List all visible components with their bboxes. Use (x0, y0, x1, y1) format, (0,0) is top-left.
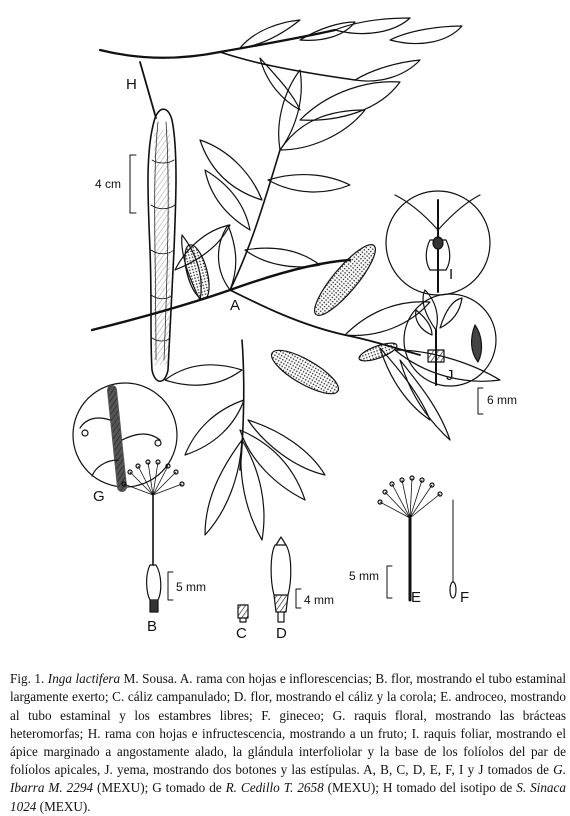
figure-caption: Fig. 1. Inga lactifera M. Sousa. A. rama… (10, 670, 566, 816)
detail-g-floral-rachis (72, 382, 178, 492)
inflorescences (184, 244, 398, 395)
scale-label-e: 5 mm (349, 569, 379, 583)
scale-label-j: 6 mm (487, 393, 517, 407)
flower-b (121, 459, 185, 613)
fruit-pod (147, 108, 177, 383)
label-g: G (93, 488, 105, 505)
label-b: B (147, 618, 158, 635)
botanical-illustration (72, 17, 501, 623)
scale-bars (129, 154, 484, 609)
detail-j-bud (403, 289, 497, 387)
label-i: I (449, 266, 454, 283)
detail-i-leaf-rachis (385, 190, 491, 296)
label-c: C (236, 625, 247, 642)
caption-body: M. Sousa. A. rama con hojas e infloresce… (10, 671, 567, 778)
label-f: F (460, 589, 470, 606)
gynoecium-f (449, 499, 457, 599)
label-d: D (276, 625, 287, 642)
species-name: Inga lactifera (47, 671, 121, 687)
androecium-e (377, 475, 443, 602)
collector-2: R. Cedillo T. 2658 (225, 780, 324, 796)
label-j: J (446, 367, 454, 384)
label-h: H (126, 76, 137, 93)
caption-mid-2: (MEXU); H tomado del isotipo de (323, 780, 517, 796)
caption-mid-1: (MEXU); G tomado de (93, 780, 226, 796)
branch-a (90, 69, 501, 541)
collector-1: G. Ibarra M. 2294 (10, 762, 566, 796)
label-e: E (411, 589, 422, 606)
scale-label-h: 4 cm (95, 177, 122, 191)
branch-h (98, 17, 463, 119)
flower-d (270, 536, 292, 623)
figure-number: Fig. 1. (10, 671, 45, 687)
calyx-c (237, 604, 249, 623)
scale-label-b: 5 mm (176, 580, 206, 594)
label-a: A (230, 297, 241, 314)
scale-label-d: 4 mm (304, 593, 334, 607)
caption-end: (MEXU). (36, 798, 91, 814)
